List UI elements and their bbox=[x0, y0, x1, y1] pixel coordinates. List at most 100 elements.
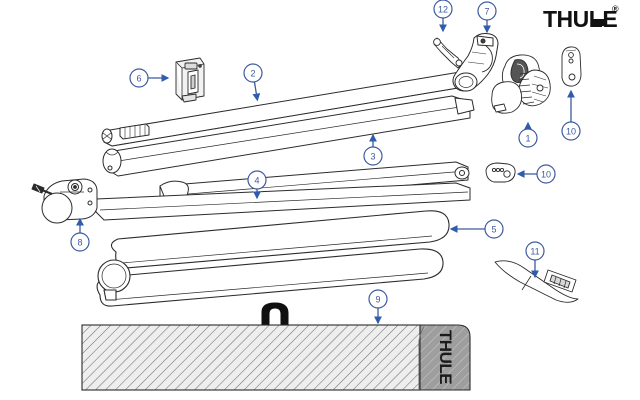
callout-bubble[interactable] bbox=[525, 241, 545, 261]
link-plate-b-hole-right bbox=[503, 170, 511, 178]
part-9-awning-fabric: THULE bbox=[81, 302, 471, 391]
link-plate-a-hole-bottom bbox=[568, 73, 576, 81]
thule-logo: THULE ® bbox=[543, 4, 620, 32]
callout-bubble[interactable] bbox=[518, 128, 538, 148]
buckle-bar-1 bbox=[553, 276, 557, 285]
pivot-arm-highlight bbox=[99, 191, 469, 211]
part-12-link-lever bbox=[433, 37, 463, 69]
roller-barrel-highlight bbox=[121, 235, 433, 264]
knuckle-bore bbox=[458, 76, 474, 88]
link-plate-b-hole-2 bbox=[495, 167, 501, 173]
link-plate-a-hole-top bbox=[568, 52, 574, 58]
roller-barrel-lower-highlight bbox=[107, 272, 429, 301]
callout-bubble[interactable] bbox=[477, 1, 497, 21]
thule-logo-text: THULE bbox=[543, 6, 617, 32]
lead-rail-assembly bbox=[101, 71, 471, 147]
thule-logo-underbar bbox=[593, 19, 606, 26]
callout-7-group[interactable]: 7 bbox=[477, 1, 497, 34]
part-10a-end-link-plate bbox=[561, 46, 582, 87]
roller-tube-highlight bbox=[111, 105, 467, 163]
bracket-hole bbox=[198, 64, 202, 68]
fabric-endcap bbox=[419, 324, 471, 391]
part-1-spring-mechanism bbox=[491, 54, 551, 114]
roller-tube-endcap bbox=[102, 148, 122, 174]
part-10b-end-link-plate bbox=[485, 162, 516, 183]
mech-gear-teeth bbox=[518, 72, 535, 105]
knuckle-top-hole bbox=[480, 38, 486, 44]
roller-barrel-endcap-inner bbox=[101, 263, 127, 289]
pivot-screw-shank bbox=[41, 188, 53, 196]
thule-logo-registered: ® bbox=[612, 4, 619, 14]
callout-10-group[interactable]: 10 bbox=[561, 89, 581, 141]
endcap-lip bbox=[105, 151, 119, 156]
support-arm-highlight bbox=[163, 170, 467, 197]
lead-rail-edge bbox=[111, 85, 471, 147]
bracket-foot bbox=[181, 93, 197, 103]
link-lever-eye-bottom bbox=[455, 59, 463, 67]
callout-9-group[interactable]: 9 bbox=[368, 289, 388, 325]
knuckle-arc-rib bbox=[481, 45, 493, 73]
part-6-mounting-bracket bbox=[175, 57, 205, 103]
callout-2-group[interactable]: 2 bbox=[243, 63, 263, 102]
part-11-tie-down-strap bbox=[494, 260, 579, 303]
roller-barrel-foot bbox=[103, 289, 117, 301]
callout-bubble[interactable] bbox=[129, 68, 149, 88]
part-7-knuckle-joint bbox=[452, 33, 499, 92]
fabric-keder-loop bbox=[261, 302, 289, 328]
buckle-bar-3 bbox=[563, 280, 567, 289]
callout-6-group[interactable]: 6 bbox=[129, 68, 170, 88]
pivot-hole-b bbox=[87, 200, 93, 206]
mech-spring-coil bbox=[516, 63, 525, 79]
fabric-endcap-seam bbox=[418, 326, 425, 390]
callout-8-group[interactable]: 8 bbox=[70, 217, 90, 252]
main-roller-barrel-assembly bbox=[96, 210, 450, 307]
link-lever-eye-top bbox=[433, 38, 441, 46]
endcap-hole bbox=[107, 165, 113, 171]
bracket-rib bbox=[190, 74, 196, 90]
pivot-ring bbox=[41, 192, 73, 224]
mech-drum-tab bbox=[493, 103, 507, 113]
knuckle-rib-2 bbox=[467, 61, 485, 65]
link-plate-a-body bbox=[561, 46, 582, 87]
bracket-top-tab bbox=[184, 62, 198, 70]
callout-12-group[interactable]: 12 bbox=[433, 0, 453, 33]
callout-bubble[interactable] bbox=[243, 63, 263, 83]
fabric-brand-label: THULE bbox=[436, 330, 455, 384]
pivot-arm-tube bbox=[95, 182, 471, 221]
mech-shaft-hole bbox=[536, 84, 544, 92]
fabric-panel bbox=[81, 324, 421, 391]
callout-bubble[interactable] bbox=[363, 146, 383, 166]
pivot-hole-a bbox=[87, 187, 93, 193]
strap-seam bbox=[521, 275, 532, 291]
screw-slot bbox=[35, 185, 41, 193]
callout-1-group[interactable]: 1 bbox=[518, 121, 538, 148]
support-arm-eyelet-hole bbox=[459, 170, 465, 176]
callout-bubble[interactable] bbox=[368, 289, 388, 309]
link-lever-edge bbox=[441, 45, 455, 59]
link-plate-b-body bbox=[485, 162, 516, 183]
callout-bubble[interactable] bbox=[247, 170, 267, 190]
callout-bubble[interactable] bbox=[433, 0, 453, 19]
link-plate-a-edge bbox=[565, 49, 577, 52]
callout-bubble[interactable] bbox=[561, 121, 581, 141]
callout-5-group[interactable]: 5 bbox=[449, 219, 504, 239]
link-plate-a-hole-mid bbox=[568, 58, 574, 64]
roller-right-fitting bbox=[454, 97, 475, 115]
callout-leader-line bbox=[252, 81, 261, 102]
callout-bubble[interactable] bbox=[484, 219, 504, 239]
callout-3-group[interactable]: 3 bbox=[363, 133, 383, 166]
link-plate-b-hole-3 bbox=[499, 167, 505, 173]
pivot-boss-center bbox=[73, 185, 77, 189]
buckle-bar-2 bbox=[558, 278, 562, 287]
callout-10-group[interactable]: 10 bbox=[516, 164, 556, 184]
callout-bubble[interactable] bbox=[70, 232, 90, 252]
link-lever-body bbox=[433, 37, 463, 69]
knuckle-rib-1 bbox=[471, 51, 487, 55]
pivot-arm-assembly bbox=[31, 178, 471, 224]
callout-bubble[interactable] bbox=[536, 164, 556, 184]
roller-tube-assembly bbox=[102, 95, 475, 177]
link-plate-b-hole-1 bbox=[491, 167, 497, 173]
